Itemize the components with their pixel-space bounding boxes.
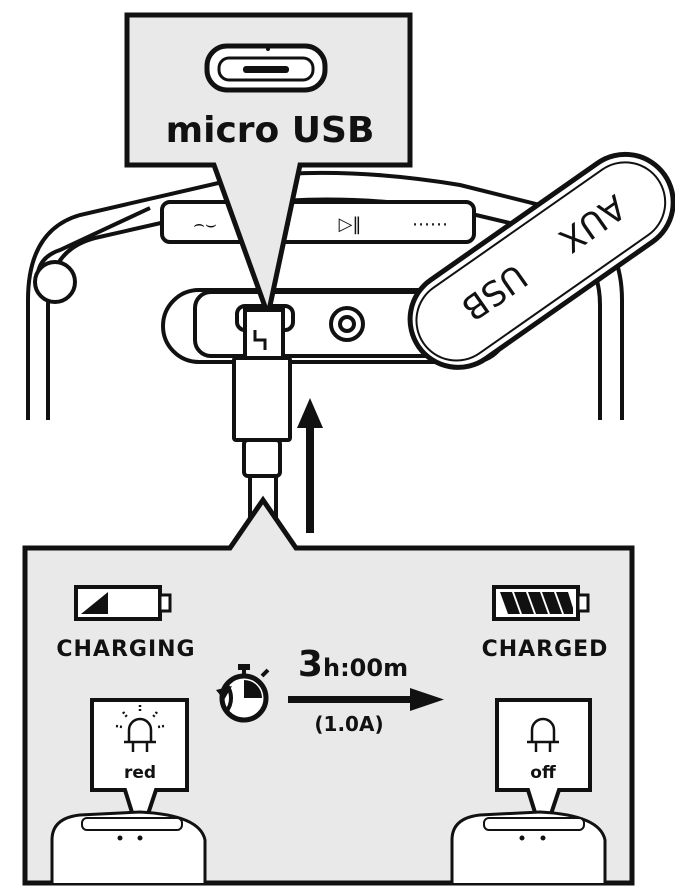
time-h-unit: h	[323, 654, 340, 682]
callout-label: micro USB	[166, 110, 375, 151]
micro-usb-callout: micro USB	[124, 12, 413, 325]
port-flap: USB AUX	[407, 151, 675, 370]
mini-device-right	[450, 810, 607, 883]
aux-port-icon	[329, 306, 365, 342]
led-off-icon	[527, 717, 559, 752]
battery-charging-icon	[74, 585, 172, 621]
micro-usb-connector-icon	[204, 43, 328, 93]
battery-full-icon	[492, 585, 590, 621]
led-label-red: red	[124, 763, 156, 783]
arrow-up-icon	[297, 398, 323, 533]
panel-glyphs: ⌢⌣ ⋅⋅ ▷‖ ⋯⋯	[193, 214, 448, 235]
usb-cable	[232, 308, 292, 560]
arrow-right-icon	[288, 688, 444, 711]
time-minutes: 00	[350, 654, 383, 682]
time-hours: 3	[298, 644, 323, 685]
charge-current: (1.0A)	[314, 712, 383, 736]
strap-ring	[33, 260, 77, 304]
status-charged: CHARGED	[482, 637, 609, 662]
play-pause-glyph: ▷‖	[339, 214, 362, 235]
power-glyph: ⌢⌣	[193, 214, 217, 235]
led-red-icon	[115, 705, 165, 752]
status-charging: CHARGING	[56, 637, 195, 662]
charge-time: 3h:00m	[298, 644, 408, 685]
mini-device-left	[50, 810, 207, 883]
time-m-unit: m	[383, 654, 408, 682]
volume-glyph: ⋯⋯	[412, 214, 448, 235]
stopwatch-icon	[216, 664, 270, 723]
led-label-off: off	[530, 763, 556, 783]
time-sep: :	[340, 654, 350, 682]
